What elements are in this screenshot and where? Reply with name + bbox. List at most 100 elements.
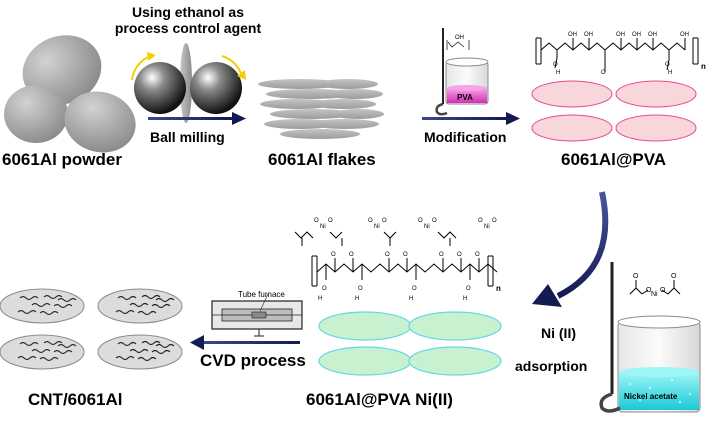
svg-text:OH: OH <box>648 32 657 38</box>
ni-adsorption-curve-arrow <box>532 191 609 307</box>
ni-ii-label: Ni (II) <box>541 325 576 341</box>
carbon-nanotube <box>141 340 161 346</box>
svg-text:O: O <box>478 218 483 224</box>
svg-text:O: O <box>403 252 408 258</box>
svg-text:O: O <box>331 252 336 258</box>
pva-coated-flakes <box>531 80 697 142</box>
svg-text:O: O <box>368 218 373 224</box>
carbon-nanotube <box>137 356 157 362</box>
pva-beaker: OH <box>435 28 489 116</box>
pva-n-subscript: n <box>701 62 706 71</box>
al-pva-label: 6061Al@PVA <box>561 150 666 169</box>
svg-text:O: O <box>385 252 390 258</box>
carbon-nanotube <box>43 340 63 346</box>
svg-text:O: O <box>633 273 639 280</box>
svg-text:O: O <box>314 218 319 224</box>
svg-text:O: O <box>358 286 363 292</box>
svg-text:H: H <box>355 296 359 302</box>
svg-text:O: O <box>412 286 417 292</box>
carbon-nanotube <box>115 355 135 361</box>
powder-label: 6061Al powder <box>2 150 122 169</box>
svg-text:Ni: Ni <box>484 224 490 230</box>
svg-text:O: O <box>646 287 652 294</box>
flakes-stack <box>258 79 384 139</box>
svg-text:OH: OH <box>568 32 577 38</box>
carbon-nanotube <box>129 302 149 308</box>
carbon-nanotube <box>39 356 59 362</box>
cnt-coated-flakes <box>0 288 183 370</box>
ball-milling-arrow <box>148 112 246 125</box>
svg-text:O: O <box>601 70 606 76</box>
carbon-nanotube <box>155 297 175 303</box>
carbon-nanotube <box>31 302 51 308</box>
svg-text:H: H <box>318 296 322 302</box>
nickel-acetate-structure <box>629 280 681 295</box>
carbon-nanotube <box>151 303 171 309</box>
svg-text:O: O <box>418 218 423 224</box>
cvd-arrow <box>190 335 300 350</box>
svg-text:O: O <box>328 218 333 224</box>
svg-text:Ni: Ni <box>424 224 430 230</box>
carbon-nanotube <box>117 341 137 347</box>
modification-arrow <box>422 112 520 125</box>
carbon-nanotube <box>43 294 63 300</box>
svg-text:H: H <box>668 70 672 76</box>
ethanol-note-line1: Using ethanol as <box>132 4 244 20</box>
svg-text:OH: OH <box>584 32 593 38</box>
powder-particles <box>4 35 136 153</box>
pva-ni-polymer-chain <box>294 231 498 287</box>
carbon-nanotube <box>31 348 51 354</box>
carbon-nanotube <box>129 348 149 354</box>
pva-beaker-label: PVA <box>457 93 473 102</box>
flakes-label: 6061Al flakes <box>268 150 376 169</box>
svg-text:OH: OH <box>455 35 464 41</box>
svg-text:O: O <box>671 273 677 280</box>
pva-polymer-chain <box>535 37 699 72</box>
carbon-nanotube <box>53 303 73 309</box>
carbon-nanotube <box>155 343 175 349</box>
svg-text:O: O <box>457 252 462 258</box>
carbon-nanotube <box>39 310 59 316</box>
svg-text:OH: OH <box>680 32 689 38</box>
carbon-nanotube <box>117 295 137 301</box>
svg-text:O: O <box>660 287 666 294</box>
svg-text:OH: OH <box>616 32 625 38</box>
carbon-nanotube <box>137 310 157 316</box>
pva-ni-n-subscript: n <box>496 284 501 293</box>
svg-text:O: O <box>466 286 471 292</box>
nickel-acetate-structure-labels: OO NiO O <box>633 273 677 298</box>
modification-label: Modification <box>424 129 506 145</box>
pva-ni-coated-flakes <box>318 311 502 376</box>
nickel-acetate-beaker <box>599 262 701 413</box>
al-pva-ni-label: 6061Al@PVA Ni(II) <box>306 390 453 409</box>
svg-text:O: O <box>553 62 558 68</box>
tube-furnace <box>211 293 303 337</box>
tube-furnace-label: Tube furnace <box>238 290 285 299</box>
svg-text:O: O <box>432 218 437 224</box>
svg-text:O: O <box>492 218 497 224</box>
svg-text:OH: OH <box>632 32 641 38</box>
svg-text:O: O <box>382 218 387 224</box>
ethanol-note-line2: process control agent <box>115 20 262 36</box>
carbon-nanotubes <box>17 294 175 362</box>
carbon-nanotube <box>115 309 135 315</box>
svg-text:Ni: Ni <box>374 224 380 230</box>
cnt-label: CNT/6061Al <box>28 390 122 409</box>
carbon-nanotube <box>19 341 39 347</box>
svg-text:O: O <box>349 252 354 258</box>
nickel-acetate-label: Nickel acetate <box>624 392 678 401</box>
svg-text:O: O <box>439 252 444 258</box>
carbon-nanotube <box>57 343 77 349</box>
adsorption-label: adsorption <box>515 358 587 374</box>
svg-text:H: H <box>463 296 467 302</box>
svg-text:O: O <box>665 62 670 68</box>
svg-text:Ni: Ni <box>651 291 658 298</box>
ball-milling-label: Ball milling <box>150 129 225 145</box>
svg-text:H: H <box>556 70 560 76</box>
svg-text:O: O <box>322 286 327 292</box>
carbon-nanotube <box>151 349 171 355</box>
ball-milling-illustration <box>131 43 246 123</box>
